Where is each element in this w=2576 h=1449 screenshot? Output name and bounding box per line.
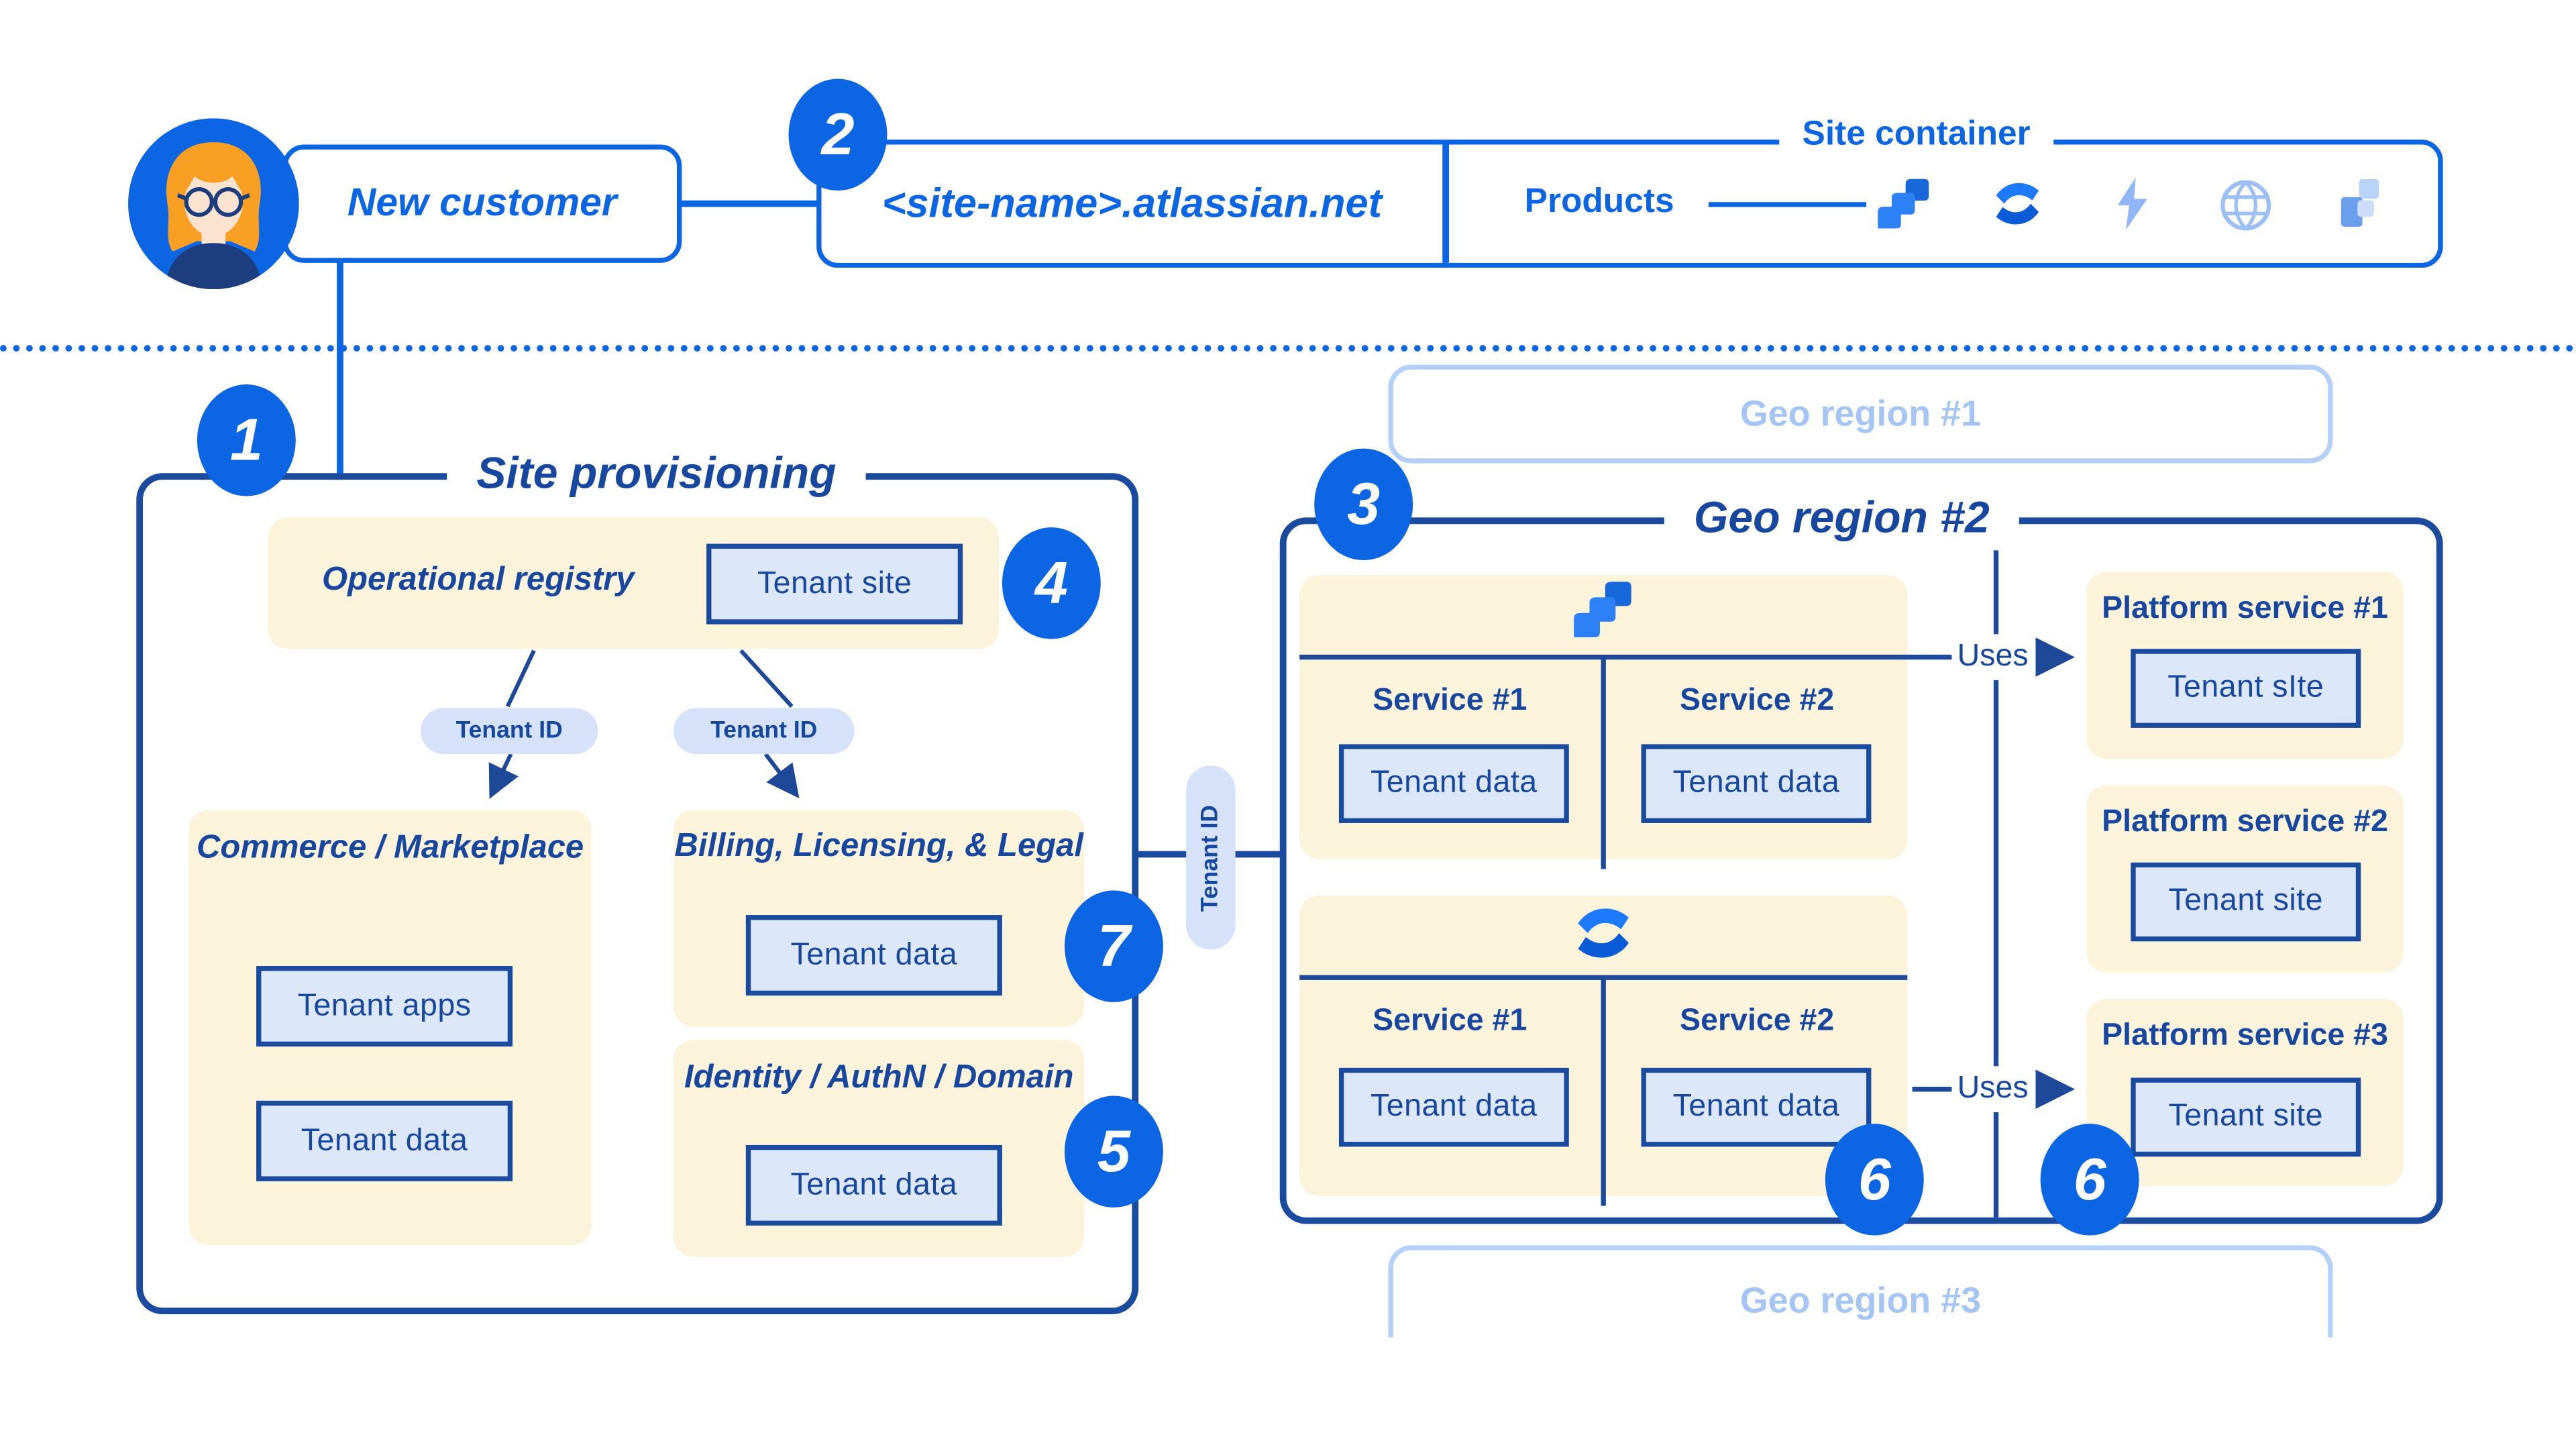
platform-service-3-tenant-site: Tenant site [2131, 1077, 2361, 1157]
products-label: Products [1524, 182, 1674, 221]
step-badge-4: 4 [1002, 527, 1101, 639]
billing-tenant-data-box: Tenant data [745, 915, 1002, 996]
operational-registry-title: Operational registry [322, 561, 635, 598]
identity-title: Identity / AuthN / Domain [684, 1059, 1074, 1096]
tenant-id-pill-2: Tenant ID [674, 708, 855, 755]
step-badge-6a: 6 [1825, 1124, 1924, 1236]
jira-service-1-tenant-data: Tenant data [1338, 744, 1569, 823]
commerce-tenant-data-box: Tenant data [256, 1100, 513, 1181]
connector-customer-site [680, 200, 818, 207]
site-container-box: <site-name>.atlassian.net [816, 140, 2443, 268]
confluence-service-1-label: Service #1 [1373, 1004, 1527, 1038]
step-badge-3: 3 [1314, 448, 1413, 561]
site-url-panel: <site-name>.atlassian.net [821, 145, 1442, 263]
tenant-site-box: Tenant site [706, 543, 963, 625]
tenant-id-vertical-pill: Tenant ID [1186, 765, 1236, 950]
connector-customer-provisioning [337, 259, 343, 477]
confluence-section-icon [1572, 902, 1635, 972]
dotted-separator [0, 345, 2576, 352]
site-provisioning-title: Site provisioning [447, 440, 866, 506]
platform-service-2-title: Platform service #2 [2102, 805, 2388, 840]
jira-service-2-tenant-data: Tenant data [1641, 744, 1872, 823]
platform-service-1-tenant-site: Tenant sIte [2131, 649, 2361, 728]
platform-service-2-tenant-site: Tenant site [2131, 862, 2361, 942]
confluence-icon [1991, 177, 2043, 238]
geo-region-1-box: Geo region #1 [1388, 364, 2333, 464]
step-badge-2: 2 [788, 78, 888, 191]
jira-section-icon [1574, 580, 1633, 647]
new-customer-label: New customer [347, 180, 617, 225]
tenant-id-pill-1: Tenant ID [420, 708, 598, 755]
bolt-icon [2108, 176, 2157, 240]
commerce-title: Commerce / Marketplace [197, 829, 584, 866]
platform-service-1-title: Platform service #1 [2102, 591, 2388, 627]
confluence-service-2-tenant-data: Tenant data [1641, 1067, 1872, 1147]
step-badge-6b: 6 [2040, 1124, 2139, 1236]
uses-label-2: Uses [1957, 1071, 2029, 1106]
geo-region-2-title: Geo region #2 [1664, 484, 2019, 551]
tenant-apps-box: Tenant apps [256, 966, 513, 1047]
confluence-service-1-tenant-data: Tenant data [1338, 1067, 1569, 1147]
site-container-title: Site container [1779, 115, 2053, 155]
geo-region-3-box: Geo region #3 [1388, 1245, 2333, 1338]
confluence-service-2-label: Service #2 [1680, 1004, 1835, 1038]
identity-tenant-data-box: Tenant data [745, 1144, 1002, 1226]
geo-region-1-title: Geo region #1 [1739, 392, 1982, 434]
step-badge-1: 1 [197, 384, 296, 496]
uses-label-1: Uses [1957, 639, 2029, 674]
sites-icon [2334, 177, 2387, 238]
avatar [128, 118, 299, 290]
jira-icon [1878, 177, 1930, 238]
billing-title: Billing, Licensing, & Legal [674, 828, 1083, 865]
products-line [1708, 201, 1867, 207]
step-badge-5: 5 [1064, 1095, 1163, 1208]
jira-service-2-label: Service #2 [1680, 683, 1835, 718]
jira-service-1-label: Service #1 [1373, 683, 1527, 718]
new-customer-box: New customer [282, 144, 682, 263]
site-url: <site-name>.atlassian.net [881, 180, 1382, 226]
platform-service-3-title: Platform service #3 [2102, 1018, 2388, 1053]
geo-region-3-title: Geo region #3 [1739, 1279, 1982, 1321]
site-container-divider [1442, 144, 1448, 263]
globe-icon [2220, 179, 2272, 240]
step-badge-7: 7 [1064, 890, 1163, 1002]
